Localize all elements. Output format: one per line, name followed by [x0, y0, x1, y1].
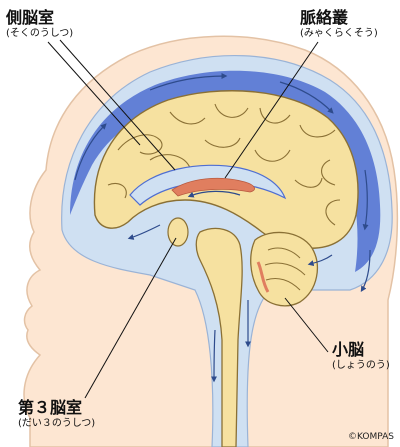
label-lateral-ventricle-main: 側脳室: [6, 8, 55, 27]
third-ventricle: [167, 217, 189, 247]
label-cerebellum: 小脳 (しょうのう): [332, 342, 390, 371]
gyri: [107, 103, 341, 226]
label-choroid-plexus-kana: (みゃくらくそう): [300, 28, 378, 39]
label-cerebellum-main: 小脳: [332, 340, 365, 359]
label-cerebellum-kana: (しょうのう): [332, 360, 390, 371]
brainstem: [195, 227, 243, 447]
cerebellum-plexus: [256, 261, 270, 293]
choroid-plexus-shape: [171, 177, 255, 197]
leader-lines: [47, 39, 329, 399]
flow-arrows: [74, 73, 371, 383]
copyright: ©KOMPAS: [348, 432, 394, 442]
cerebellum-folia: [264, 247, 306, 291]
label-third-ventricle: 第３脳室 (だい３のうしつ): [18, 400, 95, 429]
label-lateral-ventricle-kana: (そくのうしつ): [6, 28, 74, 39]
label-third-ventricle-main: 第３脳室: [18, 398, 83, 417]
label-third-ventricle-kana: (だい３のうしつ): [18, 418, 96, 429]
label-lateral-ventricle: 側脳室 (そくのうしつ): [6, 10, 73, 39]
label-choroid-plexus: 脈絡叢 (みゃくらくそう): [300, 10, 378, 39]
label-choroid-plexus-main: 脈絡叢: [300, 8, 349, 27]
cerebellum-shape: [250, 231, 318, 307]
